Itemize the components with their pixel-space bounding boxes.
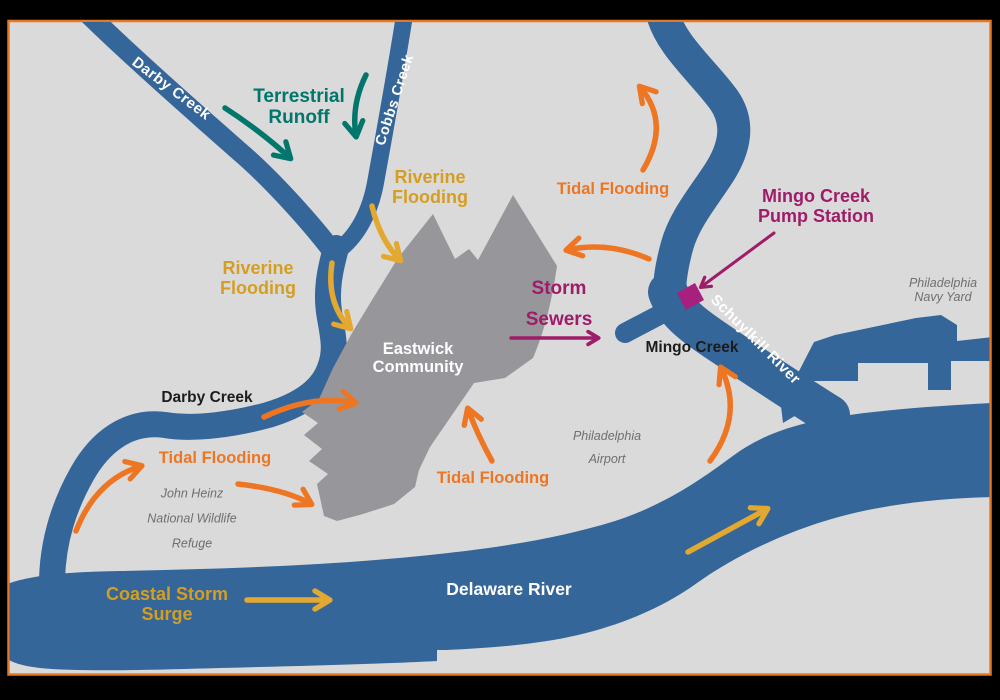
mingo-creek-water — [615, 291, 696, 343]
tidal-flooding-arrow-darby-mouth — [261, 388, 359, 420]
eastwick-community-area — [302, 195, 557, 521]
tidal-flooding-arrow-schuylkill — [636, 83, 659, 173]
tidal-flooding-arrow-mingo — [707, 364, 738, 464]
terrestrial-runoff-arrow-right — [342, 72, 369, 140]
tidal-flooding-arrow-east — [563, 235, 652, 262]
pump-station-marker — [677, 283, 704, 310]
schuylkill-river-upper-water — [647, 22, 751, 323]
darby-creek-lower-water — [39, 235, 349, 593]
navy-yard-basin-water — [781, 315, 990, 423]
darby-creek-upper-water — [81, 22, 343, 262]
terrestrial-runoff-arrow-left — [222, 105, 294, 162]
riverine-flooding-arrow-cobbs — [369, 203, 404, 264]
cobbs-creek-water — [327, 22, 413, 261]
tidal-flooding-arrow-refuge — [73, 458, 145, 534]
tidal-flooding-arrow-southeast — [461, 405, 495, 464]
delaware-river-water — [9, 403, 990, 671]
delaware-flow-arrow — [685, 505, 771, 555]
pump-station-pointer-arrow — [698, 231, 776, 289]
tidal-flooding-arrow-south-tip — [235, 481, 315, 508]
riverine-flooding-arrow-darby — [328, 260, 354, 332]
